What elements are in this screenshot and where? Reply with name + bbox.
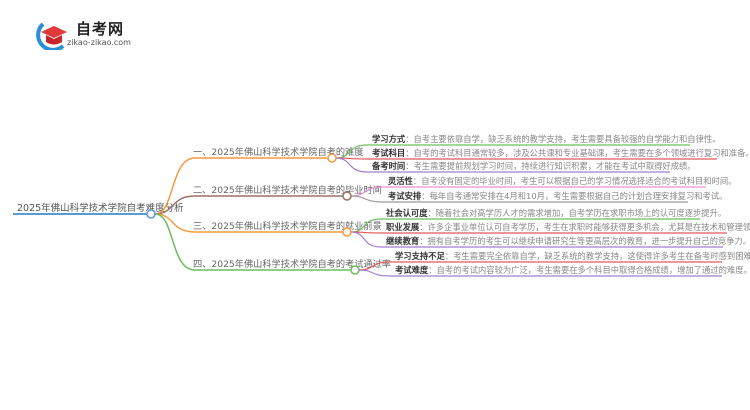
leaf-key: 学习支持不足 <box>395 251 445 261</box>
root-label[interactable]: 2025年佛山科学技术学院自考难度分析 <box>17 202 184 214</box>
branch-node-circle[interactable] <box>342 227 352 237</box>
leaf-node[interactable]: 考试难度：自考的考试内容较为广泛，考生需要在多个科目中取得合格成绩，增加了通过的… <box>358 265 750 277</box>
branch-connector <box>154 157 328 215</box>
branch-3: 三、2025年佛山科学技术学院自考的就业前景社会认可度：随着社会对高学历人才的需… <box>154 208 750 248</box>
leaf-description: ：随着社会对高学历人才的需求增加，自考学历在求职市场上的认可度逐步提升。 <box>428 208 727 218</box>
leaf-connector <box>350 231 727 234</box>
leaf-description: ：自考的考试科目通常较多，涉及公共课和专业基础课，考生需要在多个领域进行复习和准… <box>405 148 750 158</box>
leaf-key: 社会认可度 <box>385 208 428 218</box>
leaf-key: 继续教育 <box>386 236 419 246</box>
leaf-description: ：许多企事业单位认可自考学历，考生在求职时能够获得更多机会，尤其是在技术和管理领… <box>419 222 750 232</box>
branch-connector <box>154 213 351 271</box>
leaf-connector <box>350 231 723 248</box>
leaf-key: 考试安排 <box>388 191 422 201</box>
branch-connector <box>154 195 343 215</box>
leaf-description: ：每年自考通常安排在4月和10月，考生需要根据自己的计划合理安排复习和考试。 <box>421 191 727 201</box>
leaf-text: 社会认可度：随着社会对高学历人才的需求增加，自考学历在求职市场上的认可度逐步提升… <box>385 208 726 218</box>
leaf-text: 学习支持不足：考生需要完全依靠自学，缺乏系统的教学支持，这使得许多考生在备考时感… <box>395 251 750 261</box>
leaf-text: 考试科目：自考的考试科目通常较多，涉及公共课和专业基础课，考生需要在多个领域进行… <box>372 148 750 158</box>
branch-2: 二、2025年佛山科学技术学院自考的毕业时间灵活性：自考没有固定的毕业时间，考生… <box>154 176 737 215</box>
branch-node-circle[interactable] <box>327 153 337 163</box>
leaf-key: 考试科目 <box>372 148 405 158</box>
branch-node-circle[interactable] <box>350 265 360 275</box>
leaf-text: 学习方式：自考主要依靠自学，缺乏系统的教学支持，考生需要具备较强的自学能力和自律… <box>372 134 721 144</box>
leaf-node[interactable]: 考试安排：每年自考通常安排在4月和10月，考生需要根据自己的计划合理安排复习和考… <box>350 191 727 203</box>
logo-url: zikao-zikao.com <box>67 38 131 47</box>
leaf-text: 备考时间：考生需要提前规划学习时间，持续进行知识积累，才能在考试中取得好成绩。 <box>371 161 696 171</box>
leaf-description: ：考生需要提前规划学习时间，持续进行知识积累，才能在考试中取得好成绩。 <box>405 161 695 171</box>
graduation-cap-icon <box>36 22 67 50</box>
leaf-connector <box>350 195 688 203</box>
leaf-key: 职业发展 <box>386 222 420 232</box>
leaf-connector <box>335 157 717 160</box>
leaf-connector <box>335 157 670 173</box>
branch-1: 一、2025年佛山科学技术学院自考的难度学习方式：自考主要依靠自学，缺乏系统的教… <box>154 134 750 215</box>
branch-node-circle[interactable] <box>342 191 352 201</box>
leaf-key: 考试难度 <box>395 265 429 275</box>
branch-label[interactable]: 一、2025年佛山科学技术学院自考的难度 <box>193 146 363 158</box>
leaf-description: ：拥有自考学历的考生可以继续申请研究生等更高层次的教育，进一步提升自己的竞争力。 <box>419 236 750 246</box>
leaf-text: 考试安排：每年自考通常安排在4月和10月，考生需要根据自己的计划合理安排复习和考… <box>388 191 727 201</box>
leaf-description: ：自考没有固定的毕业时间，考生可以根据自己的学习情况选择适合的考试科目和时间。 <box>413 176 737 186</box>
leaf-text: 继续教育：拥有自考学历的考生可以继续申请研究生等更高层次的教育，进一步提升自己的… <box>386 236 750 246</box>
leaf-description: ：自考主要依靠自学，缺乏系统的教学支持，考生需要具备较强的自学能力和自律性。 <box>405 134 720 144</box>
leaf-key: 备考时间 <box>371 161 405 171</box>
leaf-text: 灵活性：自考没有固定的毕业时间，考生可以根据自己的学习情况选择适合的考试科目和时… <box>387 176 737 186</box>
leaf-text: 职业发展：许多企事业单位认可自考学历，考生在求职时能够获得更多机会，尤其是在技术… <box>386 222 750 232</box>
leaf-description: ：考生需要完全依靠自学，缺乏系统的教学支持，这使得许多考生在备考时感到困难。 <box>445 251 750 261</box>
root-node-circle[interactable] <box>146 209 156 219</box>
leaf-key: 灵活性 <box>387 176 414 186</box>
branch-label[interactable]: 四、2025年佛山科学技术学院自考的考试通过率 <box>193 258 391 270</box>
leaf-description: ：自考的考试内容较为广泛，考生需要在多个科目中取得合格成绩，增加了通过的难度。 <box>428 265 750 275</box>
leaf-text: 考试难度：自考的考试内容较为广泛，考生需要在多个科目中取得合格成绩，增加了通过的… <box>395 265 750 275</box>
leaf-connector <box>358 269 722 277</box>
leaf-node[interactable]: 备考时间：考生需要提前规划学习时间，持续进行知识积累，才能在考试中取得好成绩。 <box>335 157 696 173</box>
branch-connector <box>154 213 343 233</box>
branch-label[interactable]: 二、2025年佛山科学技术学院自考的毕业时间 <box>193 184 382 196</box>
leaf-node[interactable]: 继续教育：拥有自考学历的考生可以继续申请研究生等更高层次的教育，进一步提升自己的… <box>350 231 750 248</box>
leaf-node[interactable]: 职业发展：许多企事业单位认可自考学历，考生在求职时能够获得更多机会，尤其是在技术… <box>350 222 750 234</box>
leaf-key: 学习方式 <box>372 134 406 144</box>
branch-label[interactable]: 三、2025年佛山科学技术学院自考的就业前景 <box>193 220 382 232</box>
branch-4: 四、2025年佛山科学技术学院自考的考试通过率学习支持不足：考生需要完全依靠自学… <box>154 213 750 277</box>
leaf-node[interactable]: 考试科目：自考的考试科目通常较多，涉及公共课和专业基础课，考生需要在多个领域进行… <box>335 148 750 160</box>
logo-title: 自考网 <box>76 20 125 38</box>
